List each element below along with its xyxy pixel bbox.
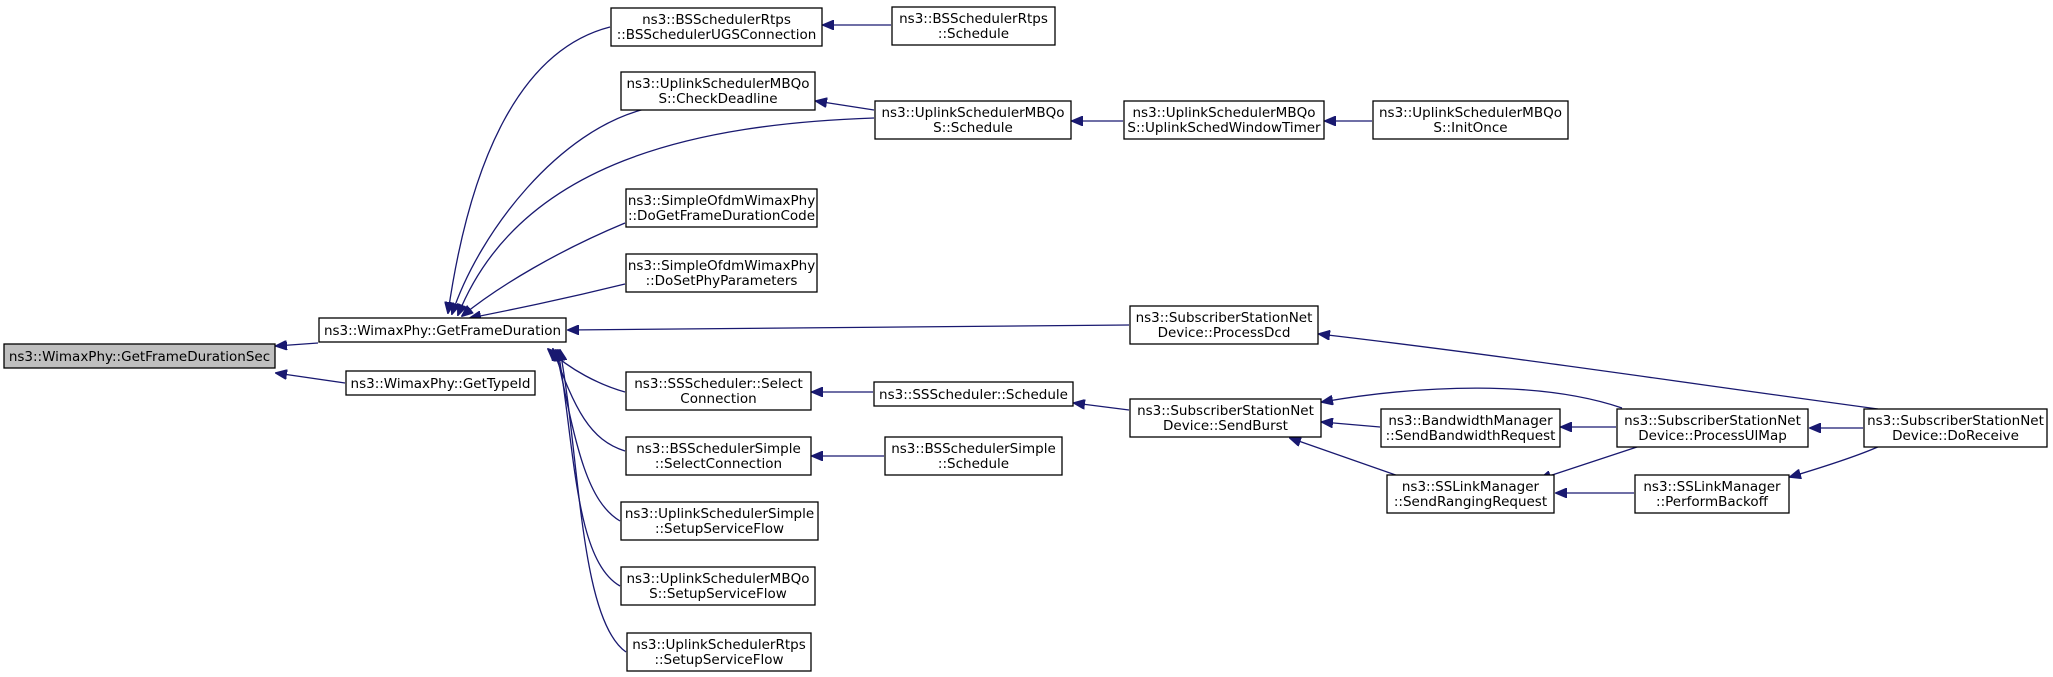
node-label-line2: Device::DoReceive — [1892, 428, 2019, 444]
node-ssscheduler-selectconnection[interactable]: ns3::SSScheduler::Select Connection — [625, 371, 812, 411]
edge-n4-n1 — [452, 108, 646, 314]
node-label: ns3::WimaxPhy::GetFrameDurationSec — [9, 349, 270, 365]
node-focus-getframedurationsec[interactable]: ns3::WimaxPhy::GetFrameDurationSec — [3, 343, 276, 369]
node-label-line2: S::CheckDeadline — [658, 91, 777, 107]
node-uplinkschedulermbqos-initonce[interactable]: ns3::UplinkSchedulerMBQo S::InitOnce — [1372, 100, 1569, 140]
edge-n21-n19 — [1290, 438, 1408, 480]
edge-n19-n17 — [1074, 403, 1130, 411]
node-label-line2: ::SetupServiceFlow — [655, 521, 784, 537]
node-simpleofdmwimaxphy-dosetphyparameters[interactable]: ns3::SimpleOfdmWimaxPhy ::DoSetPhyParame… — [625, 253, 818, 293]
node-uplinkschedulermbqos-uplinkschedwindowtimer[interactable]: ns3::UplinkSchedulerMBQo S::UplinkSchedW… — [1123, 100, 1325, 140]
node-subscriberstationnetdevice-processulmap[interactable]: ns3::SubscriberStationNet Device::Proces… — [1616, 408, 1809, 448]
node-uplinkschedulerrtps-setupserviceflow[interactable]: ns3::UplinkSchedulerRtps ::SetupServiceF… — [626, 632, 812, 672]
node-label-line2: Device::SendBurst — [1163, 418, 1288, 434]
node-label-line1: ns3::BSSchedulerSimple — [636, 441, 801, 457]
node-subscriberstationnetdevice-processdcd[interactable]: ns3::SubscriberStationNet Device::Proces… — [1129, 305, 1319, 345]
node-label-line2: ::SelectConnection — [655, 456, 782, 472]
node-label-line1: ns3::UplinkSchedulerMBQo — [882, 105, 1065, 121]
node-label-line2: ::SendRangingRequest — [1394, 494, 1547, 510]
edge-n6-n1 — [462, 222, 626, 316]
node-label-line2: S::Schedule — [933, 120, 1013, 136]
edge-n24-n16 — [1319, 334, 1879, 410]
node-label-line1: ns3::UplinkSchedulerRtps — [632, 637, 805, 653]
node-label-line2: Device::ProcessDcd — [1158, 325, 1291, 341]
node-label-line1: ns3::BSSchedulerRtps — [642, 12, 791, 28]
node-bsschedulerrtps-ugsconnection[interactable]: ns3::BSSchedulerRtps ::BSSchedulerUGSCon… — [610, 7, 823, 47]
edge-n3-n1 — [448, 26, 611, 313]
node-label-line2: ::BSSchedulerUGSConnection — [617, 27, 817, 43]
edge-n24-n23 — [1790, 445, 1881, 477]
node-subscriberstationnetdevice-doreceive[interactable]: ns3::SubscriberStationNet Device::DoRece… — [1863, 408, 2048, 448]
node-uplinkschedulermbqos-schedule[interactable]: ns3::UplinkSchedulerMBQo S::Schedule — [874, 100, 1072, 140]
edge-n20-n19 — [1322, 422, 1381, 427]
node-bandwidthmanager-sendbandwidthrequest[interactable]: ns3::BandwidthManager ::SendBandwidthReq… — [1380, 408, 1561, 448]
edge-n7-n1 — [470, 283, 626, 318]
edge-n10-n1 — [556, 350, 621, 522]
node-label: ns3::WimaxPhy::GetFrameDuration — [324, 323, 561, 339]
node-label-line1: ns3::SimpleOfdmWimaxPhy — [628, 193, 815, 209]
node-label-line1: ns3::UplinkSchedulerMBQo — [627, 571, 810, 587]
node-label-line1: ns3::UplinkSchedulerMBQo — [1379, 105, 1562, 121]
node-label-line2: ::Schedule — [938, 456, 1009, 472]
node-label-line1: ns3::BSSchedulerRtps — [899, 11, 1048, 27]
node-label-line1: ns3::SubscriberStationNet — [1137, 403, 1314, 419]
nodes: ns3::WimaxPhy::GetFrameDurationSec ns3::… — [3, 6, 2048, 672]
edges — [276, 25, 1881, 653]
node-label-line2: Connection — [680, 391, 756, 407]
node-ssscheduler-schedule[interactable]: ns3::SSScheduler::Schedule — [873, 381, 1074, 407]
node-uplinkschedulermbqos-checkdeadline[interactable]: ns3::UplinkSchedulerMBQo S::CheckDeadlin… — [620, 71, 816, 111]
node-label-line1: ns3::BSSchedulerSimple — [891, 441, 1056, 457]
edge-n5-n1 — [458, 117, 875, 315]
edge-n1-n0 — [276, 343, 319, 346]
node-label-line1: ns3::SimpleOfdmWimaxPhy — [628, 258, 815, 274]
node-label-line1: ns3::BandwidthManager — [1388, 413, 1553, 429]
node-label-line1: ns3::SubscriberStationNet — [1136, 310, 1313, 326]
node-bsschedulersimple-schedule[interactable]: ns3::BSSchedulerSimple ::Schedule — [884, 436, 1063, 476]
node-gettypeid[interactable]: ns3::WimaxPhy::GetTypeId — [345, 370, 536, 396]
node-label-line2: Device::ProcessUlMap — [1638, 428, 1787, 444]
node-label-line1: ns3::SSScheduler::Select — [634, 376, 803, 392]
node-label-line2: S::InitOnce — [1433, 120, 1507, 136]
node-label-line2: ::SendBandwidthRequest — [1386, 428, 1556, 444]
edge-n5-n4 — [816, 101, 875, 111]
node-sslinkmanager-performbackoff[interactable]: ns3::SSLinkManager ::PerformBackoff — [1634, 474, 1790, 514]
node-label-line1: ns3::SSLinkManager — [1643, 479, 1781, 495]
node-getframeduration[interactable]: ns3::WimaxPhy::GetFrameDuration — [318, 317, 567, 343]
node-label-line2: ::DoGetFrameDurationCode — [628, 208, 815, 224]
node-label-line2: ::DoSetPhyParameters — [646, 273, 798, 289]
edge-n22-n19 — [1322, 387, 1623, 409]
node-label-line1: ns3::UplinkSchedulerSimple — [625, 506, 814, 522]
node-sslinkmanager-sendrangingrequest[interactable]: ns3::SSLinkManager ::SendRangingRequest — [1386, 474, 1555, 514]
node-label: ns3::SSScheduler::Schedule — [879, 387, 1068, 403]
node-label-line2: S::UplinkSchedWindowTimer — [1127, 120, 1321, 136]
node-bsschedulersimple-selectconnection[interactable]: ns3::BSSchedulerSimple ::SelectConnectio… — [625, 436, 812, 476]
node-label-line1: ns3::SSLinkManager — [1402, 479, 1540, 495]
node-label-line2: ::Schedule — [938, 26, 1009, 42]
edge-n12-n1 — [560, 350, 627, 653]
node-label: ns3::WimaxPhy::GetTypeId — [351, 376, 531, 392]
node-label-line1: ns3::UplinkSchedulerMBQo — [627, 76, 810, 92]
node-simpleofdmwimaxphy-dogetframedurationcode[interactable]: ns3::SimpleOfdmWimaxPhy ::DoGetFrameDura… — [625, 188, 818, 228]
edge-n9-n1 — [553, 349, 626, 452]
edge-n2-n0 — [276, 373, 346, 384]
node-uplinkschedulersimple-setupserviceflow[interactable]: ns3::UplinkSchedulerSimple ::SetupServic… — [620, 501, 819, 541]
edge-n22-n21 — [1540, 445, 1641, 479]
edge-n16-n1 — [568, 324, 1130, 330]
node-uplinkschedulermbqos-setupserviceflow[interactable]: ns3::UplinkSchedulerMBQo S::SetupService… — [620, 566, 816, 606]
node-label-line2: S::SetupServiceFlow — [649, 586, 787, 602]
node-subscriberstationnetdevice-sendburst[interactable]: ns3::SubscriberStationNet Device::SendBu… — [1129, 398, 1322, 438]
node-label-line2: ::PerformBackoff — [1656, 494, 1769, 510]
node-bsschedulerrtps-schedule[interactable]: ns3::BSSchedulerRtps ::Schedule — [891, 6, 1056, 46]
node-label-line1: ns3::SubscriberStationNet — [1867, 413, 2044, 429]
node-label-line1: ns3::UplinkSchedulerMBQo — [1133, 105, 1316, 121]
node-label-line2: ::SetupServiceFlow — [654, 652, 783, 668]
node-label-line1: ns3::SubscriberStationNet — [1624, 413, 1801, 429]
